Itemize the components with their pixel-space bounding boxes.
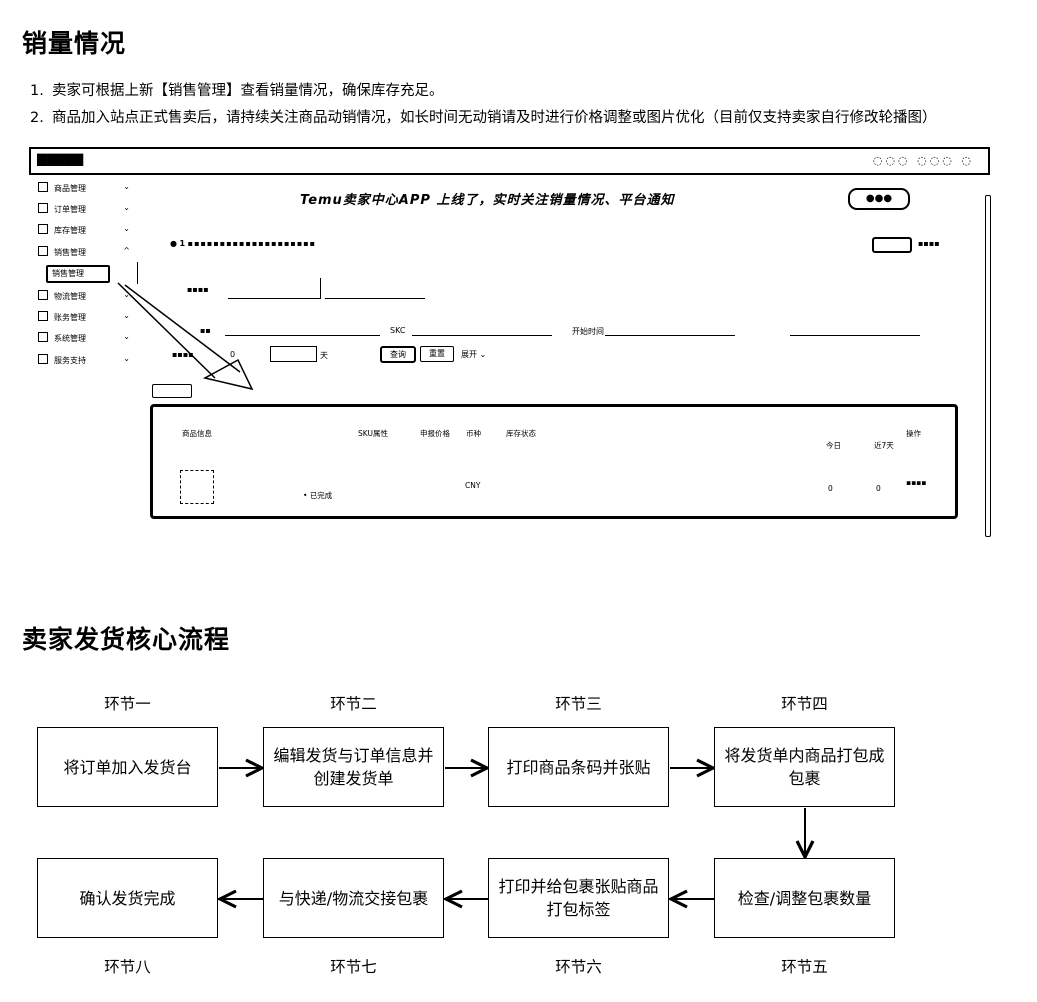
reset-button[interactable]: 重置	[420, 346, 454, 362]
filter-label-days: ▪▪▪▪	[172, 350, 194, 359]
stage-label-4: 环节四	[781, 695, 828, 713]
topbar-icons: ◌◌◌ ◌◌◌ ◌	[872, 154, 974, 167]
sidebar: 商品管理⌄ 订单管理⌄ 库存管理⌄ 销售管理^ 销售管理 物流管理⌄ 账务管理⌄…	[38, 180, 133, 370]
days-input[interactable]	[270, 346, 317, 362]
chevron-down-icon: ⌄	[123, 290, 130, 299]
filter-input-1[interactable]	[225, 323, 380, 336]
sales-table	[150, 404, 958, 519]
sales-notes-list: 1.卖家可根据上新【销售管理】查看销量情况，确保库存充足。 2.商品加入站点正式…	[30, 78, 937, 132]
sidebar-item-support[interactable]: 服务支持⌄	[38, 354, 130, 368]
stage-label-3: 环节三	[555, 695, 602, 713]
stage-label-2: 环节二	[330, 695, 377, 713]
days-unit: 天	[320, 351, 328, 360]
product-thumbnail	[180, 470, 214, 504]
flow-box-1: 将订单加入发货台	[37, 727, 218, 807]
tab-pending[interactable]	[228, 278, 321, 299]
chevron-down-icon: ⌄	[123, 354, 130, 363]
box-icon	[38, 182, 48, 192]
chevron-up-icon: ^	[123, 246, 130, 255]
order-icon	[38, 203, 48, 213]
quick-filter-label: ▪▪▪▪	[187, 285, 209, 294]
gear-icon	[38, 332, 48, 342]
flow-box-6: 打印并给包裹张贴商品打包标签	[488, 858, 669, 938]
flow-box-4: 将发货单内商品打包成包裹	[714, 727, 895, 807]
row-currency: CNY	[465, 481, 481, 490]
logo: ▇▇▇▇▇	[37, 152, 84, 166]
th-stock: 库存状态	[506, 429, 536, 438]
chevron-down-icon: ⌄	[123, 182, 130, 191]
row-today: 0	[828, 484, 833, 493]
notice-link[interactable]: ▪▪▪▪	[918, 239, 940, 248]
row-action-link[interactable]: ▪▪▪▪	[906, 478, 927, 487]
stage-label-8: 环节八	[104, 958, 151, 976]
chevron-down-icon: ⌄	[123, 332, 130, 341]
truck-icon	[38, 290, 48, 300]
th-currency: 币种	[466, 429, 481, 438]
date-input[interactable]	[605, 323, 735, 336]
list-item: 1.卖家可根据上新【销售管理】查看销量情况，确保库存充足。	[30, 83, 444, 99]
app-banner: Temu卖家中心APP 上线了，实时关注销量情况、平台通知	[300, 193, 675, 208]
notice-action-button[interactable]	[872, 237, 912, 253]
flow-box-8: 确认发货完成	[37, 858, 218, 938]
wallet-icon	[38, 311, 48, 321]
filter-label-sku: SKC	[390, 326, 406, 335]
tab-done[interactable]	[325, 278, 425, 299]
filter-label-date: 开始时间	[572, 327, 604, 336]
sidebar-subitem-sales-manage[interactable]: 销售管理	[46, 265, 110, 283]
price-value: 0	[230, 350, 236, 359]
warehouse-icon	[38, 224, 48, 234]
section-title-shipping: 卖家发货核心流程	[22, 625, 231, 654]
stage-label-7: 环节七	[330, 958, 377, 976]
chevron-down-icon: ⌄	[123, 203, 130, 212]
sidebar-item-stock[interactable]: 库存管理⌄	[38, 224, 130, 238]
stage-label-5: 环节五	[781, 958, 828, 976]
chevron-down-icon: ⌄	[479, 350, 487, 359]
list-item: 2.商品加入站点正式售卖后，请持续关注商品动销情况，如长时间无动销请及时进行价格…	[30, 110, 937, 126]
query-button[interactable]: 查询	[380, 346, 416, 363]
expand-link[interactable]: 展开 ⌄	[461, 350, 487, 359]
scrollbar[interactable]	[985, 195, 991, 537]
status-select[interactable]	[790, 323, 920, 336]
th-price: 申报价格	[420, 429, 450, 438]
th-week: 近7天	[874, 441, 894, 450]
sidebar-item-system[interactable]: 系统管理⌄	[38, 332, 130, 346]
chevron-down-icon: ⌄	[123, 311, 130, 320]
row-status: • 已完成	[303, 491, 333, 500]
flow-box-2: 编辑发货与订单信息并创建发货单	[263, 727, 444, 807]
info-icon: ●	[170, 239, 177, 248]
th-action: 操作	[906, 429, 921, 438]
banner-button[interactable]: ●●●	[848, 188, 910, 210]
filter-label: ▪▪	[200, 326, 211, 335]
pending-notice: ● 1 ▪▪▪▪▪▪▪▪▪▪▪▪▪▪▪▪▪▪▪▪	[170, 239, 317, 248]
stage-label-6: 环节六	[555, 958, 602, 976]
th-sku: SKU属性	[358, 429, 388, 438]
chart-icon	[38, 246, 48, 256]
section-title-sales: 销量情况	[22, 29, 127, 58]
notice-count: 1	[179, 239, 186, 248]
chevron-down-icon: ⌄	[123, 224, 130, 233]
seller-center-topbar: ▇▇▇▇▇ ◌◌◌ ◌◌◌ ◌	[29, 147, 990, 175]
flow-box-7: 与快递/物流交接包裹	[263, 858, 444, 938]
sidebar-item-order[interactable]: 订单管理⌄	[38, 203, 130, 217]
sidebar-item-sales[interactable]: 销售管理^	[38, 246, 130, 260]
stage-label-1: 环节一	[104, 695, 151, 713]
sku-input[interactable]	[412, 323, 552, 336]
sidebar-item-product[interactable]: 商品管理⌄	[38, 182, 130, 196]
sidebar-item-logistics[interactable]: 物流管理⌄	[38, 290, 130, 304]
sidebar-divider	[137, 262, 138, 284]
row-week: 0	[876, 484, 881, 493]
th-today: 今日	[826, 441, 841, 450]
support-icon	[38, 354, 48, 364]
sidebar-item-finance[interactable]: 账务管理⌄	[38, 311, 130, 325]
th-product: 商品信息	[182, 429, 212, 438]
table-toolbar-button[interactable]	[152, 384, 192, 398]
